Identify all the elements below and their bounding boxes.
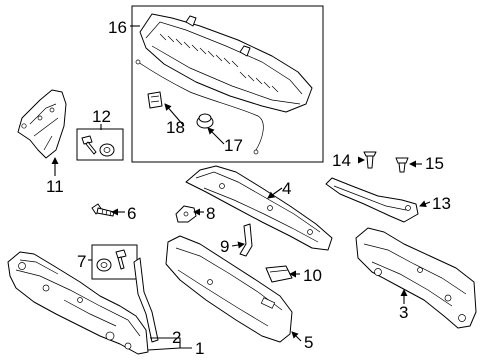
cowl-group-frame <box>131 5 324 163</box>
callout-15: 15 <box>425 154 444 173</box>
right-side-panel-3 <box>355 227 477 329</box>
callout-12: 12 <box>92 107 111 126</box>
callout-7: 7 <box>77 252 86 271</box>
group-12-frame <box>76 128 124 161</box>
leader-lines <box>51 25 431 351</box>
bolt-7 <box>115 249 127 270</box>
cowl-extension-13 <box>325 177 419 223</box>
callout-4: 4 <box>282 179 291 198</box>
callout-17: 17 <box>224 136 243 155</box>
callout-8: 8 <box>206 204 215 223</box>
callout-6: 6 <box>127 204 136 223</box>
callout-labels: 16 18 17 12 11 6 8 4 9 10 5 14 15 13 3 7… <box>46 18 451 358</box>
lower-cowl-panel-5 <box>165 235 293 343</box>
nut-7 <box>96 258 112 272</box>
clip-15 <box>395 157 409 173</box>
callout-10: 10 <box>303 266 322 285</box>
clip-14 <box>363 151 377 169</box>
bracket-9 <box>239 223 253 257</box>
left-side-bracket-11 <box>17 89 67 159</box>
callout-16: 16 <box>108 18 127 37</box>
bracket-8 <box>175 205 197 223</box>
callout-18: 18 <box>166 118 185 137</box>
cowl-grille-slots <box>159 33 279 93</box>
callout-9: 9 <box>220 237 229 256</box>
bracket-18 <box>147 91 163 109</box>
nut-12 <box>99 143 115 157</box>
callout-5: 5 <box>304 333 313 352</box>
callout-11: 11 <box>46 177 64 196</box>
callout-2: 2 <box>172 328 181 347</box>
cowl-reinforcement-4 <box>185 165 333 251</box>
callout-13: 13 <box>432 194 451 213</box>
cowl-top-panel-group <box>131 5 324 163</box>
callout-14: 14 <box>332 151 351 170</box>
hardware-group-7 <box>91 244 138 280</box>
cowl-top-panel <box>139 13 313 113</box>
strut-2 <box>133 257 159 343</box>
callout-3: 3 <box>399 303 408 322</box>
bolt-6 <box>91 203 115 217</box>
grommet-17 <box>196 113 214 129</box>
panel-clip-left <box>185 15 197 27</box>
panel-clip-right <box>239 45 251 57</box>
hardware-group-12 <box>76 128 124 161</box>
dash-panel-1 <box>7 251 149 355</box>
pad-10 <box>265 265 293 283</box>
washer-hose <box>137 61 264 151</box>
callout-1: 1 <box>195 339 204 358</box>
bolt-12 <box>81 135 97 155</box>
